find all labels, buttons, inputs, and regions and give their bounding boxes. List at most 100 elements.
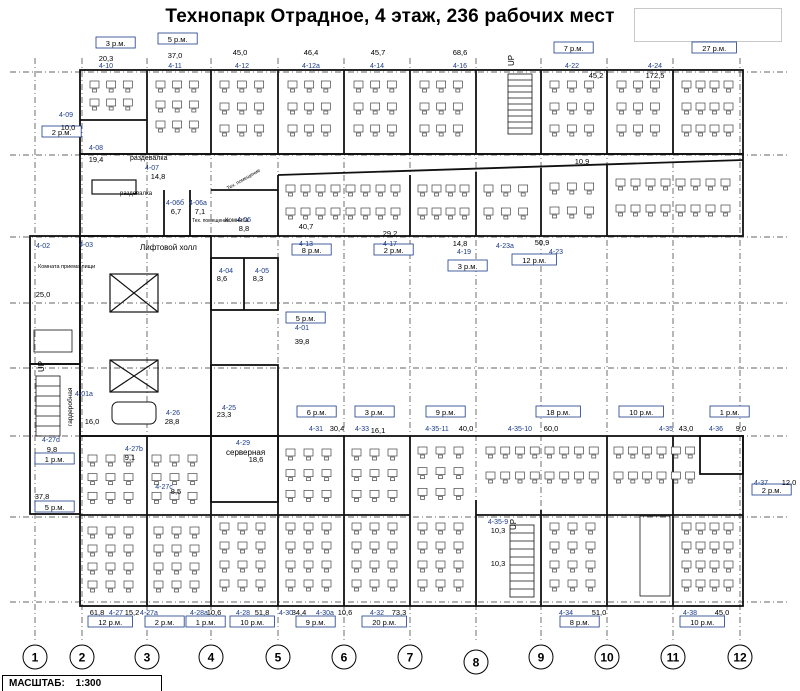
room-id: 4-27 xyxy=(109,610,123,617)
place-count: 20 р.м. xyxy=(361,615,407,628)
desk xyxy=(386,102,397,111)
chair xyxy=(125,88,131,93)
desk xyxy=(723,102,734,111)
place-count: 9 р.м. xyxy=(295,615,336,628)
room-id: 4-32 xyxy=(370,610,384,617)
chair xyxy=(455,88,461,93)
desk xyxy=(153,526,164,535)
desk xyxy=(709,541,720,550)
chair xyxy=(258,568,263,573)
desk xyxy=(330,207,341,216)
desk xyxy=(435,579,446,588)
chair xyxy=(222,568,227,573)
room-id: 4-35-10 xyxy=(508,426,532,433)
chair xyxy=(378,192,383,197)
desk xyxy=(89,98,100,107)
room-area: 73,3 xyxy=(392,608,407,617)
desk xyxy=(169,491,180,500)
desk xyxy=(303,448,314,457)
chair xyxy=(455,132,461,137)
chair xyxy=(698,587,703,592)
place-count: 2 р.м. xyxy=(144,615,185,628)
chair xyxy=(586,190,592,195)
desk xyxy=(685,471,696,480)
chair xyxy=(552,568,557,573)
desk xyxy=(287,102,298,111)
desk xyxy=(649,124,660,133)
desk xyxy=(453,487,464,496)
desk xyxy=(549,579,560,588)
desks xyxy=(87,80,734,593)
chair xyxy=(156,552,161,557)
axis-label: 7 xyxy=(407,651,414,665)
chair xyxy=(448,215,453,220)
chair xyxy=(438,495,443,500)
desk xyxy=(188,120,199,129)
desk xyxy=(630,178,641,187)
desk xyxy=(345,207,356,216)
chair xyxy=(240,587,245,592)
chair xyxy=(90,588,95,593)
chair xyxy=(576,454,582,459)
chair xyxy=(324,456,329,461)
chair xyxy=(306,549,311,554)
place-count-text: 2 р.м. xyxy=(52,128,72,137)
desk xyxy=(236,124,247,133)
chair xyxy=(324,587,329,592)
desk xyxy=(584,206,595,215)
chair xyxy=(389,110,395,115)
desk xyxy=(151,473,162,482)
axis-label: 2 xyxy=(79,651,86,665)
room-area: 46,4 xyxy=(304,48,319,57)
desk xyxy=(435,487,446,496)
place-count-text: 2 р.м. xyxy=(155,618,175,627)
chair xyxy=(191,128,197,133)
scale-value: 1:300 xyxy=(75,678,102,689)
room-area: 7,1 xyxy=(195,207,205,216)
room-id: 4-06а xyxy=(189,200,207,207)
chair xyxy=(619,132,624,137)
chair xyxy=(708,212,713,217)
chair xyxy=(652,110,658,115)
chair xyxy=(520,215,526,220)
chair xyxy=(420,549,425,554)
room-id: 4-17 xyxy=(383,241,397,248)
chair xyxy=(90,481,95,486)
room-area: 10,3 xyxy=(491,559,506,568)
desk xyxy=(219,579,230,588)
desk xyxy=(353,102,364,111)
chair xyxy=(434,192,439,197)
label-tekh-2: Тех. помещение xyxy=(192,218,230,224)
chair xyxy=(90,570,95,575)
chair xyxy=(256,110,262,115)
chair xyxy=(726,549,731,554)
chair xyxy=(488,479,493,484)
chair xyxy=(586,88,592,93)
place-count: 6 р.м. xyxy=(296,405,337,418)
chair xyxy=(532,479,538,484)
place-count: 3 р.м. xyxy=(354,405,395,418)
room-area: 16,1 xyxy=(371,426,386,435)
chair xyxy=(372,477,377,482)
chair xyxy=(684,88,689,93)
place-count-text: 3 р.м. xyxy=(365,408,385,417)
desk xyxy=(500,471,511,480)
axis-label: 5 xyxy=(275,651,282,665)
room-id: 4-30а xyxy=(316,610,334,617)
chair xyxy=(192,534,197,539)
chair xyxy=(174,88,180,93)
chair xyxy=(288,477,293,482)
room-area: 37,8 xyxy=(35,492,50,501)
room-area: 10,6 xyxy=(207,608,222,617)
desk xyxy=(685,446,696,455)
desk xyxy=(351,489,362,498)
desk xyxy=(369,469,380,478)
chair xyxy=(303,192,308,197)
chair xyxy=(306,568,311,573)
